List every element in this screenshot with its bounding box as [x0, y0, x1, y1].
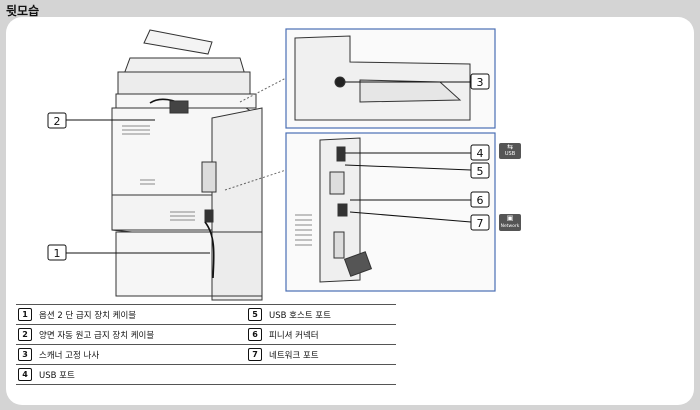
legend-text: USB 호스트 포트 — [269, 310, 331, 321]
legend-num: 2 — [18, 328, 32, 341]
callout-5: 5 — [470, 162, 490, 179]
legend-text: USB 포트 — [39, 370, 75, 381]
network-port — [337, 203, 348, 217]
legend-text: 피니셔 커넥터 — [269, 330, 319, 341]
svg-text:5: 5 — [477, 165, 484, 178]
callout-3: 3 — [470, 73, 490, 90]
legend-text: 양면 자동 원고 급지 장치 케이블 — [39, 330, 155, 341]
legend-num: 3 — [18, 348, 32, 361]
scanner-lid — [117, 71, 251, 95]
legend-text: 네트워크 포트 — [269, 350, 319, 361]
svg-text:2: 2 — [54, 115, 61, 128]
callout-1: 1 — [47, 244, 67, 261]
legend-text: 옵션 2 단 급지 장치 케이블 — [39, 310, 137, 321]
callout-4: 4 — [470, 144, 490, 161]
tray-unit — [115, 231, 213, 297]
legend-text: 스캐너 고정 나사 — [39, 350, 100, 361]
legend-num: 1 — [18, 308, 32, 321]
section-title: 뒷모습 — [6, 4, 40, 18]
legend-num: 7 — [248, 348, 262, 361]
zoom-box-ports — [285, 132, 496, 292]
usb-port — [336, 146, 346, 162]
legend-num: 4 — [18, 368, 32, 381]
usb-icon: ⇆ USB — [499, 143, 521, 159]
svg-text:4: 4 — [477, 147, 484, 160]
legend-row: 4 USB 포트 — [16, 365, 396, 385]
adf-tray — [143, 29, 213, 55]
legend-num: 6 — [248, 328, 262, 341]
svg-text:6: 6 — [477, 194, 484, 207]
legend-row: 1 옵션 2 단 급지 장치 케이블 5 USB 호스트 포트 — [16, 304, 396, 325]
svg-text:7: 7 — [477, 217, 484, 230]
callout-6: 6 — [470, 191, 490, 208]
svg-text:1: 1 — [54, 247, 61, 260]
callout-2: 2 — [47, 112, 67, 129]
network-icon: ▣ Network — [499, 214, 521, 231]
legend-num: 5 — [248, 308, 262, 321]
svg-text:3: 3 — [477, 76, 484, 89]
legend-table: 1 옵션 2 단 급지 장치 케이블 5 USB 호스트 포트 2 양면 자동 원고 … — [16, 304, 396, 385]
legend-row: 2 양면 자동 원고 급지 장치 케이블 6 피니셔 커넥터 — [16, 325, 396, 345]
legend-row: 3 스캐너 고정 나사 7 네트워크 포트 — [16, 345, 396, 365]
callout-7: 7 — [470, 214, 490, 231]
